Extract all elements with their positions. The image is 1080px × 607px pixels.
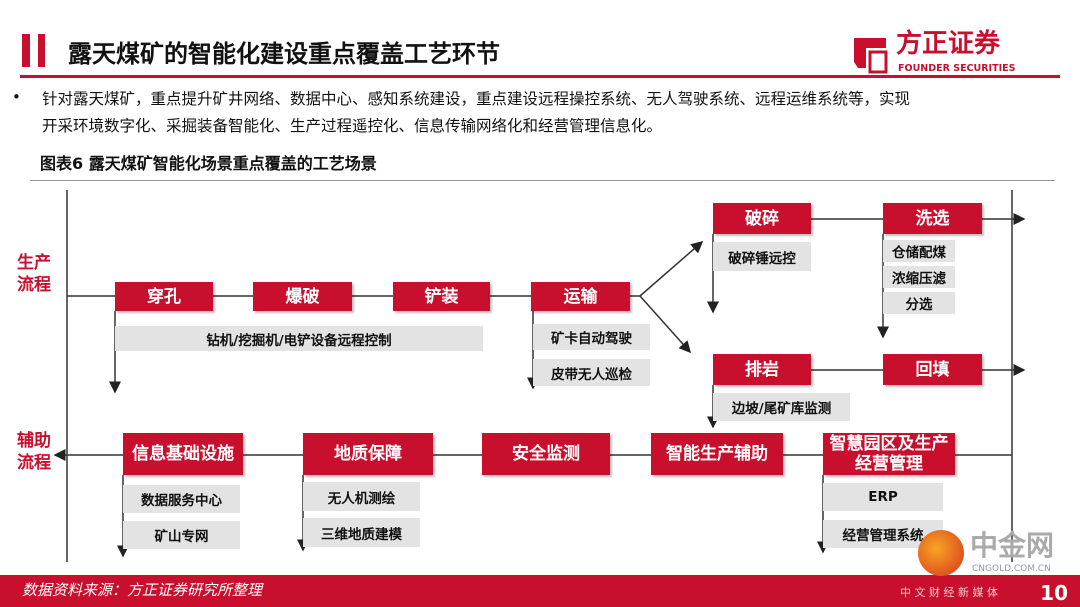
data-source: 数据资料来源：方正证券研究所整理 bbox=[22, 581, 263, 599]
logo-text: 方正证券 bbox=[896, 29, 1001, 59]
title-accent-bar bbox=[22, 34, 30, 67]
watermark-url: CNGOLD.COM.CN bbox=[972, 564, 1051, 574]
header-divider bbox=[20, 75, 1060, 78]
process-transport: 运输 bbox=[531, 282, 630, 311]
process-backfill: 回填 bbox=[883, 354, 982, 385]
aux-production-support: 智能生产辅助 bbox=[651, 433, 783, 475]
transport-item: 矿卡自动驾驶 bbox=[533, 324, 650, 350]
geology-item: 无人机测绘 bbox=[303, 482, 420, 511]
bullet-dot: • bbox=[12, 88, 21, 106]
transport-item: 皮带无人巡检 bbox=[533, 359, 650, 386]
logo-mark-icon bbox=[854, 38, 888, 74]
process-blasting: 爆破 bbox=[253, 282, 352, 311]
info-item: 数据服务中心 bbox=[123, 485, 240, 513]
washing-item: 仓储配煤 bbox=[883, 240, 955, 262]
bullet-text: 开采环境数字化、采掘装备智能化、生产过程遥控化、信息传输网络化和经营管理信息化。 bbox=[42, 117, 663, 135]
page-number: 10 bbox=[1040, 581, 1068, 605]
aux-geology: 地质保障 bbox=[303, 433, 433, 475]
process-drilling: 穿孔 bbox=[115, 282, 213, 311]
geology-item: 三维地质建模 bbox=[303, 518, 420, 547]
figure-caption: 图表6 露天煤矿智能化场景重点覆盖的工艺场景 bbox=[40, 154, 377, 173]
washing-item: 分选 bbox=[883, 292, 955, 314]
washing-item: 浓缩压滤 bbox=[883, 266, 955, 288]
equipment-remote-control: 钻机/挖掘机/电铲设备远程控制 bbox=[115, 326, 483, 351]
auxiliary-label: 辅助流程 bbox=[17, 431, 51, 473]
bullet-text: 针对露天煤矿，重点提升矿井网络、数据中心、感知系统建设，重点建设远程操控系统、无… bbox=[42, 90, 911, 108]
aux-smart-park: 智慧园区及生产经营管理 bbox=[823, 433, 955, 475]
process-dumping: 排岩 bbox=[713, 354, 811, 385]
aux-safety-monitoring: 安全监测 bbox=[482, 433, 610, 475]
production-label: 生产流程 bbox=[17, 253, 51, 295]
aux-infrastructure: 信息基础设施 bbox=[123, 433, 243, 475]
logo-subtext: FOUNDER SECURITIES bbox=[898, 63, 1016, 74]
process-washing: 洗选 bbox=[883, 203, 982, 234]
watermark-slogan: 中 文 财 经 新 媒 体 bbox=[900, 586, 998, 599]
info-item: 矿山专网 bbox=[123, 521, 240, 549]
title-accent-bar bbox=[38, 34, 45, 67]
process-crushing: 破碎 bbox=[713, 203, 811, 234]
footer-band bbox=[0, 575, 1080, 607]
watermark-name: 中金网 bbox=[970, 529, 1055, 562]
caption-divider bbox=[30, 180, 1055, 181]
process-loading: 铲装 bbox=[393, 282, 490, 311]
founder-logo: 方正证券 FOUNDER SECURITIES bbox=[848, 29, 1028, 76]
slope-monitoring: 边坡/尾矿库监测 bbox=[713, 393, 850, 421]
park-item: ERP bbox=[823, 483, 943, 511]
crushing-item: 破碎锤远控 bbox=[713, 242, 811, 271]
cngold-logo-icon bbox=[918, 530, 964, 576]
page-title: 露天煤矿的智能化建设重点覆盖工艺环节 bbox=[68, 40, 500, 68]
